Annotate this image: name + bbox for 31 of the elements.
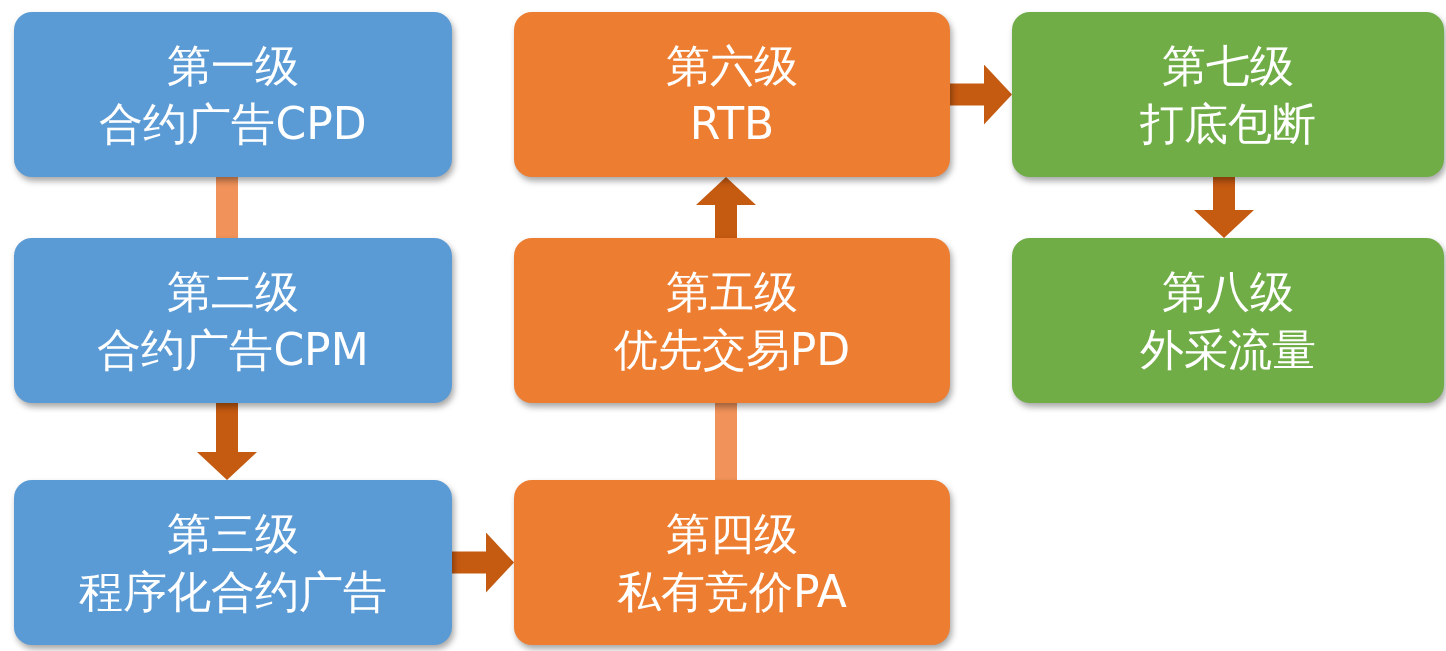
arrow (950, 64, 1012, 125)
level-label: 合约广告CPM (97, 322, 369, 377)
arrow (197, 403, 257, 480)
level-label: RTB (689, 96, 775, 151)
level-title: 第五级 (666, 264, 798, 319)
level-box (514, 480, 950, 645)
level-label: 优先交易PD (613, 322, 851, 377)
connector-bar (216, 177, 238, 238)
level-box (14, 12, 452, 177)
level-label: 私有竞价PA (617, 564, 847, 619)
level-box (14, 238, 452, 403)
connector-bar (715, 403, 737, 480)
level-label: 合约广告CPD (99, 96, 367, 151)
arrow (1194, 177, 1254, 238)
level-title: 第四级 (666, 506, 798, 561)
level-box (514, 12, 950, 177)
level-box (514, 238, 950, 403)
arrow (696, 177, 756, 238)
level-label: 外采流量 (1140, 322, 1316, 377)
level-box (1012, 238, 1444, 403)
arrow (452, 532, 514, 593)
level-title: 第一级 (167, 38, 299, 93)
level-label: 程序化合约广告 (79, 564, 387, 619)
level-label: 打底包断 (1140, 96, 1316, 151)
level-title: 第八级 (1162, 264, 1294, 319)
level-title: 第三级 (167, 506, 299, 561)
level-title: 第七级 (1162, 38, 1294, 93)
level-box (14, 480, 452, 645)
level-title: 第六级 (666, 38, 798, 93)
level-box (1012, 12, 1444, 177)
level-title: 第二级 (167, 264, 299, 319)
